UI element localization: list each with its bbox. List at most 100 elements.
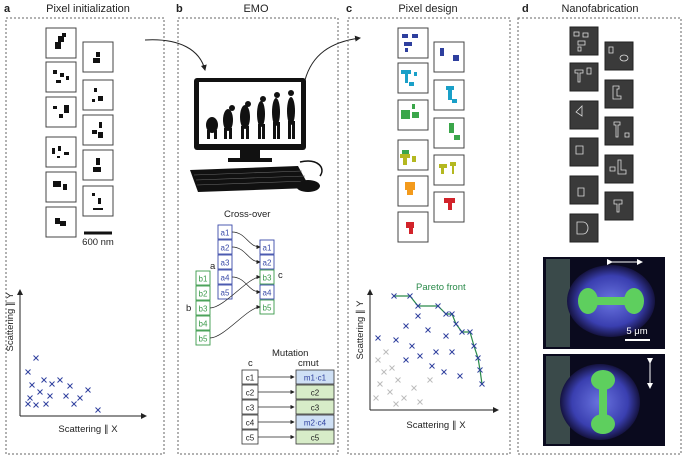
pixel-tile-cyan: [397, 62, 429, 94]
scatter-mark-dominated: [389, 365, 395, 371]
child-gene: a1: [259, 239, 275, 255]
monitor-icon: [194, 78, 306, 162]
keyboard-icon: [190, 166, 310, 192]
parent-b-gene: b2: [195, 285, 211, 301]
fluorescence-image-top: 5 μm: [543, 257, 665, 349]
svg-text:b3: b3: [199, 305, 208, 314]
pixel-tile: [45, 96, 77, 128]
scatter-mark-a: [71, 401, 77, 407]
fluorescence-image-bottom: [543, 354, 665, 446]
sem-tile: [569, 213, 599, 243]
pareto-point: [475, 355, 481, 361]
scatter-mark-dominated: [383, 349, 389, 355]
pareto-point: [459, 329, 465, 335]
crossover-arrow: [209, 304, 261, 339]
svg-text:a3: a3: [221, 259, 230, 268]
scatter-mark-dominated: [375, 357, 381, 363]
scatter-mark-a: [95, 407, 101, 413]
panel-a-letter: a: [4, 3, 11, 15]
scatter-mark-dominated: [373, 395, 379, 401]
scatter-mark-dominated: [393, 401, 399, 407]
scatter-mark-c: [441, 369, 447, 375]
pareto-point: [407, 293, 413, 299]
parent-b-gene: b1: [195, 270, 211, 286]
scatter-mark-a: [29, 382, 35, 388]
scale-label-d: 5 μm: [626, 326, 647, 337]
panel-a-title: Pixel initialization: [46, 3, 130, 15]
scatter-mark-c: [429, 363, 435, 369]
x-label-a: Scattering ∥ X: [58, 424, 118, 435]
pareto-point: [471, 343, 477, 349]
scatter-points-c: [373, 293, 485, 407]
panel-a: a Pixel initialization: [4, 3, 165, 455]
scatter-mark-c: [425, 327, 431, 333]
scatter-mark-c: [403, 323, 409, 329]
scatter-mark-a: [27, 395, 33, 401]
parent-a-label: a: [210, 261, 216, 272]
panel-b-letter: b: [176, 3, 183, 15]
pareto-point: [435, 303, 441, 309]
svg-text:m1·c1: m1·c1: [304, 374, 327, 383]
pixel-tile-blue: [397, 27, 429, 59]
mutation-in-label: c: [248, 358, 253, 369]
scatter-mark-a: [25, 401, 31, 407]
pareto-point: [467, 329, 473, 335]
sem-tile: [604, 41, 634, 71]
scale-label-a: 600 nm: [82, 237, 114, 248]
pareto-point: [449, 311, 455, 317]
pareto-point: [391, 293, 397, 299]
scatter-mark-a: [25, 369, 31, 375]
pixel-tile-blue: [433, 41, 465, 73]
parent-a-gene: a1: [217, 224, 233, 240]
svg-text:b4: b4: [199, 320, 208, 329]
crossover-arrow: [231, 231, 261, 250]
svg-text:a2: a2: [221, 244, 230, 253]
panel-d-border: [517, 17, 682, 455]
scatter-mark-dominated: [395, 377, 401, 383]
scatter-mark-a: [33, 355, 39, 361]
y-label-c: Scattering ∥ Y: [355, 300, 366, 360]
x-label-c: Scattering ∥ X: [406, 420, 466, 431]
child-gene: a2: [259, 254, 275, 270]
crossover-arrow: [209, 274, 261, 309]
svg-text:c2: c2: [246, 389, 255, 398]
scatter-mark-c: [443, 333, 449, 339]
arrow-a-to-b: [144, 39, 207, 71]
svg-text:a4: a4: [263, 289, 272, 298]
scatter-mark-c: [457, 373, 463, 379]
pixel-tile: [45, 136, 77, 168]
evolution-silhouettes-icon: [206, 90, 295, 139]
svg-text:c1: c1: [246, 374, 255, 383]
svg-text:b3: b3: [263, 274, 272, 283]
panel-a-border: [5, 17, 165, 455]
scatter-mark-a: [85, 387, 91, 393]
pixel-tiles-left: [45, 27, 77, 238]
scatter-mark-c: [449, 349, 455, 355]
sem-tile: [569, 62, 599, 92]
child-gene: a4: [259, 284, 275, 300]
child-label: c: [278, 270, 283, 281]
arrow-b-to-c: [304, 35, 361, 81]
panel-c: c Pixel design: [346, 3, 511, 455]
scatter-mark-dominated: [411, 385, 417, 391]
crossover-title: Cross-over: [224, 209, 270, 220]
svg-text:a2: a2: [263, 259, 272, 268]
parent-a-gene: a3: [217, 254, 233, 270]
pixel-tile: [82, 114, 114, 146]
scatter-mark-c: [393, 337, 399, 343]
mouse-icon: [296, 160, 323, 192]
scatter-mark-dominated: [377, 381, 383, 387]
svg-text:m2·c4: m2·c4: [304, 419, 327, 428]
pixel-tile-olive: [433, 154, 465, 186]
svg-text:b1: b1: [199, 275, 208, 284]
scatter-mark-c: [433, 349, 439, 355]
sem-tile: [604, 154, 634, 184]
svg-text:b5: b5: [199, 335, 208, 344]
scatter-mark-a: [47, 393, 53, 399]
pareto-point: [415, 303, 421, 309]
